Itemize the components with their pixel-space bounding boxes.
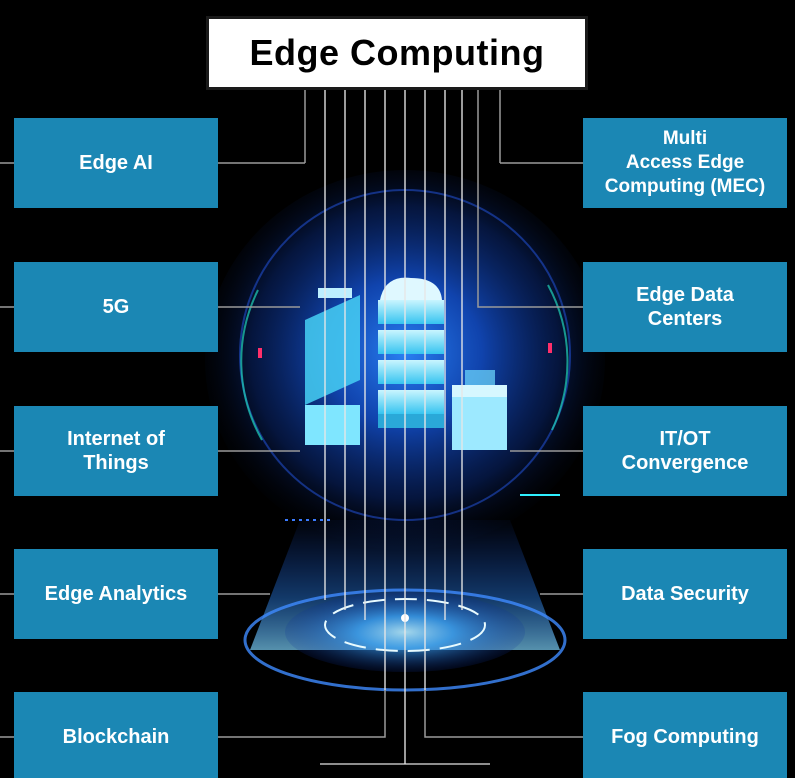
right-connectors bbox=[424, 90, 583, 738]
ring-arc-right bbox=[547, 284, 569, 431]
tile-data-security: Data Security bbox=[583, 549, 787, 639]
tile-edge-data-centers: Edge Data Centers bbox=[583, 262, 787, 352]
device-right bbox=[452, 370, 507, 450]
tile-5g: 5G bbox=[14, 262, 218, 352]
title-box: Edge Computing bbox=[206, 16, 588, 90]
device-left bbox=[305, 288, 360, 445]
tile-multi-access-edge-computing: Multi Access Edge Computing (MEC) bbox=[583, 118, 787, 208]
tile-internet-of-things: Internet of Things bbox=[14, 406, 218, 496]
tile-edge-ai: Edge AI bbox=[14, 118, 218, 208]
vertical-beam-lines bbox=[324, 90, 463, 764]
accent-mark-right bbox=[548, 343, 552, 353]
left-connectors bbox=[218, 162, 386, 738]
tile-blockchain: Blockchain bbox=[14, 692, 218, 778]
diagram-title: Edge Computing bbox=[249, 32, 545, 73]
tile-fog-computing: Fog Computing bbox=[583, 692, 787, 778]
accent-mark-left bbox=[258, 348, 262, 358]
server-tower bbox=[378, 277, 444, 428]
tile-it-ot-convergence: IT/OT Convergence bbox=[583, 406, 787, 496]
tile-edge-analytics: Edge Analytics bbox=[14, 549, 218, 639]
